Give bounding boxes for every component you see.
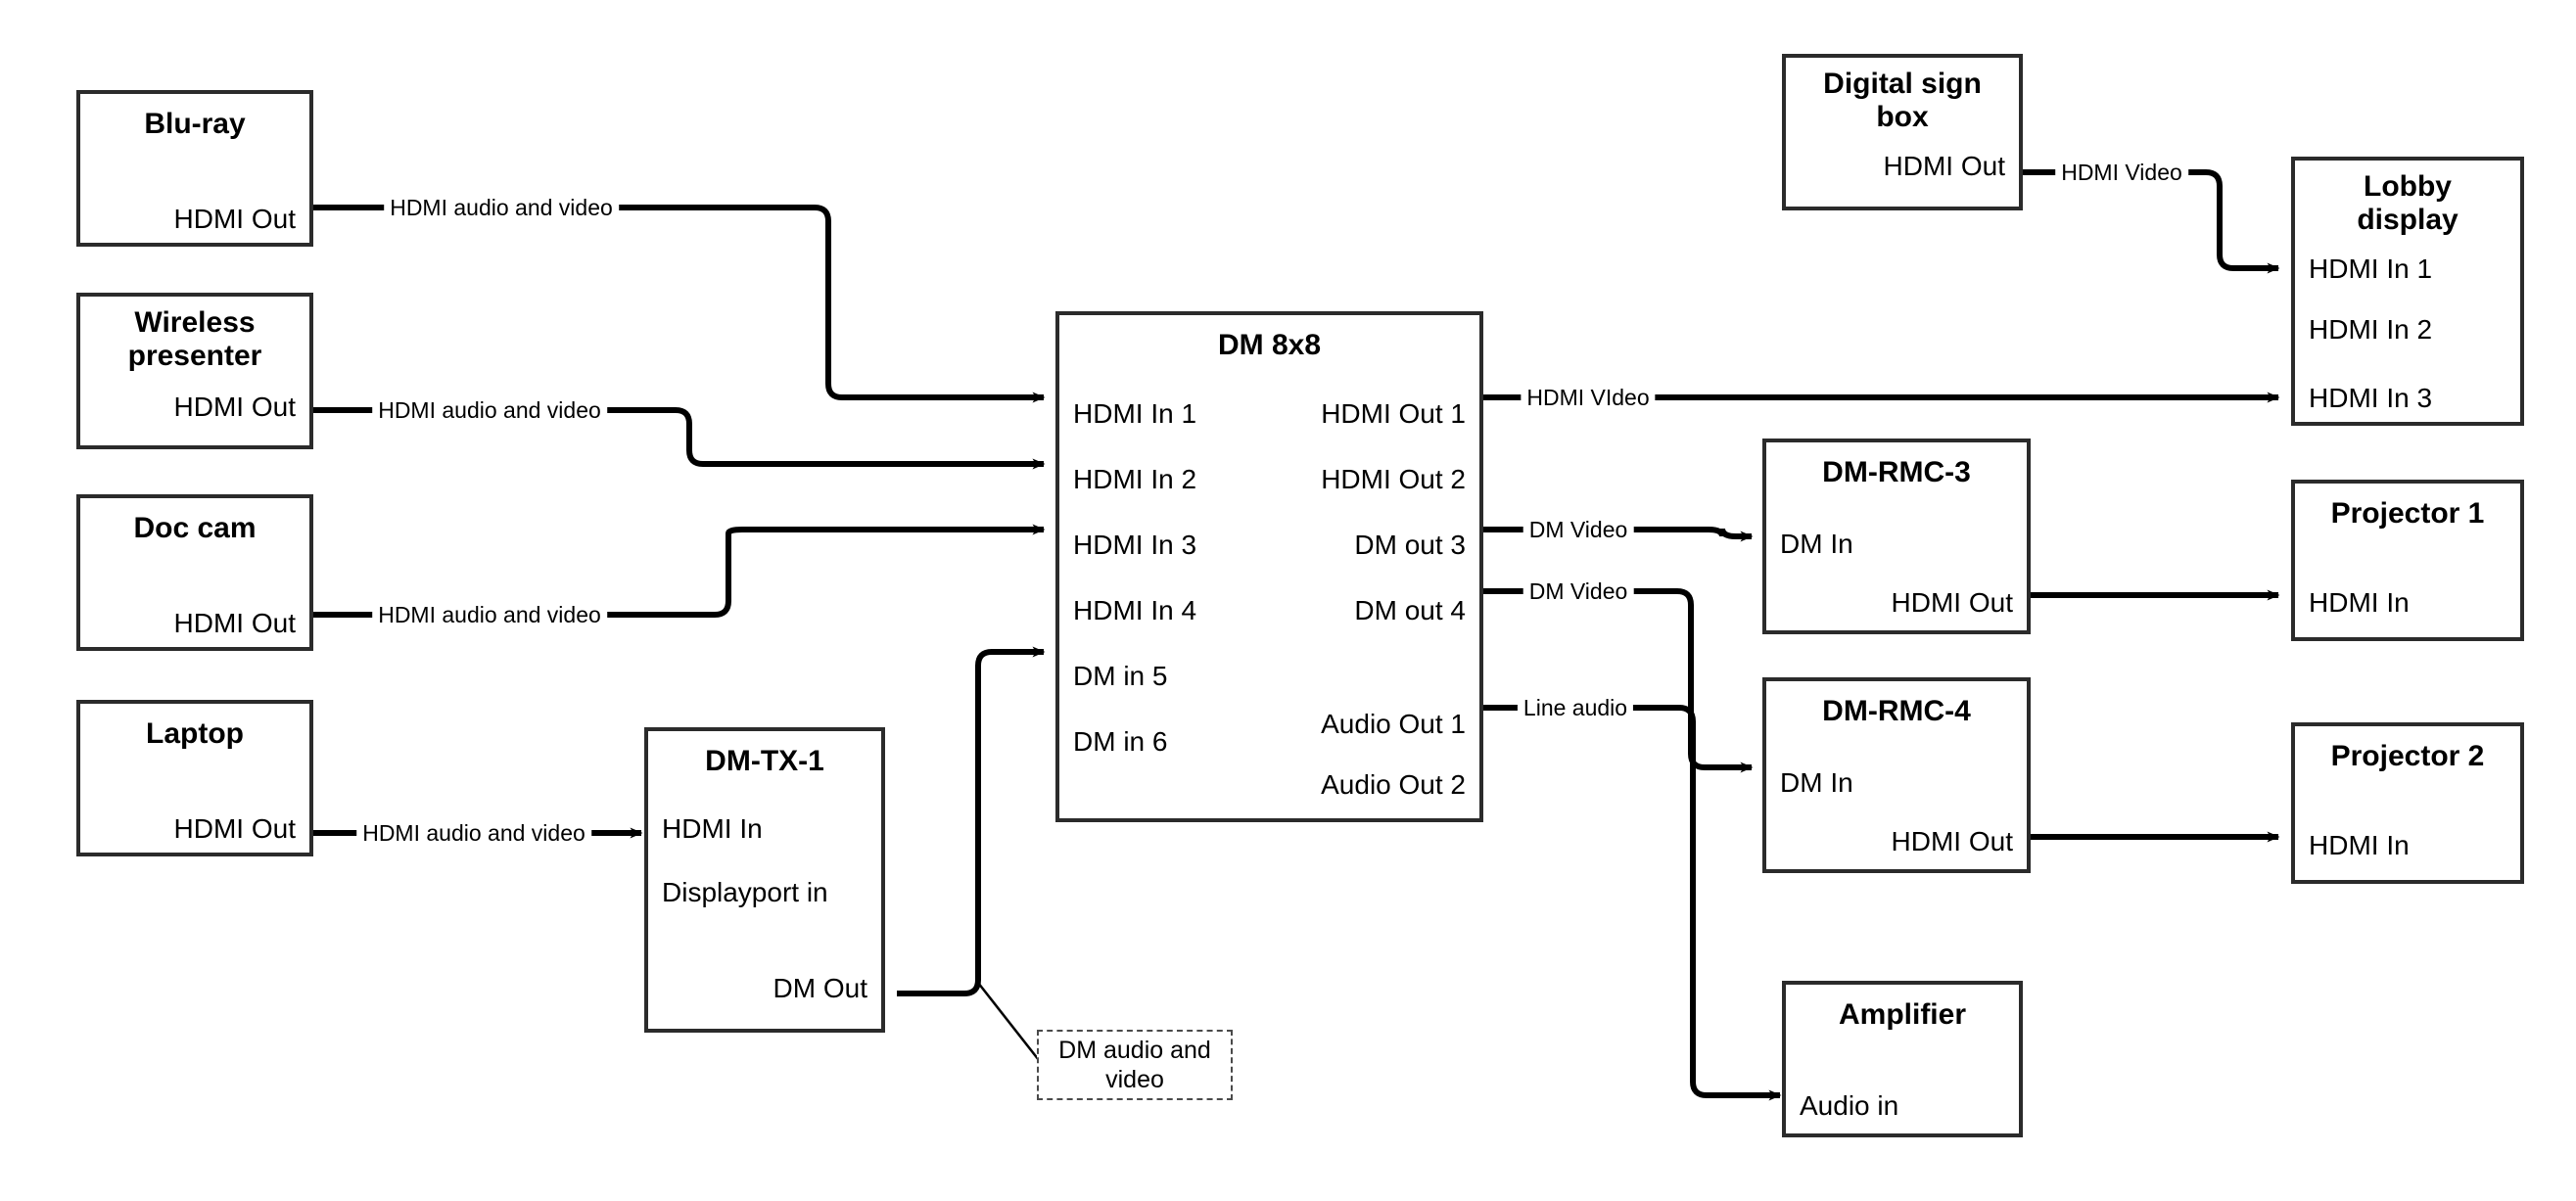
edge-label-dmout4-to-rmc4: DM Video (1522, 577, 1634, 605)
port-lobby-hdmi-in-3[interactable]: HDMI In 3 (2309, 383, 2433, 414)
node-projector-2-ports: HDMI In (2295, 773, 2520, 880)
node-dm-rmc-3-ports: DM In HDMI Out (1766, 489, 2027, 630)
port-dmrmc4-hdmi-out[interactable]: HDMI Out (1891, 825, 2013, 856)
wire-bluray-to-dm8x8-in1 (313, 205, 1046, 403)
node-amplifier-title: Amplifier (1838, 998, 1967, 1031)
edge-label-sign-to-lobby: HDMI Video (2055, 159, 2188, 186)
node-projector-1-ports: HDMI In (2295, 531, 2520, 637)
node-dm-8x8-title: DM 8x8 (1217, 329, 1322, 361)
node-dm-rmc-4[interactable]: DM-RMC-4 DM In HDMI Out (1762, 677, 2031, 873)
wire-digitalsign-to-lobby-in1 (2023, 169, 2280, 274)
edge-label-doccam-to-dm8x8: HDMI audio and video (372, 601, 607, 628)
node-laptop-title: Laptop (146, 717, 244, 750)
node-bluray-title: Blu-ray (144, 108, 246, 140)
port-wireless-hdmi-out[interactable]: HDMI Out (173, 392, 296, 423)
node-wireless-presenter-title: Wireless presenter (127, 306, 262, 372)
port-doccam-hdmi-out[interactable]: HDMI Out (173, 607, 296, 638)
node-projector-2[interactable]: Projector 2 HDMI In (2291, 722, 2524, 884)
node-bluray-ports: HDMI Out (80, 141, 309, 243)
port-dm8x8-hdmi-out-2[interactable]: HDMI Out 2 (1321, 463, 1466, 494)
port-dm8x8-audio-out-1[interactable]: Audio Out 1 (1321, 708, 1466, 739)
node-lobby-display-ports: HDMI In 1 HDMI In 2 HDMI In 3 (2295, 236, 2520, 422)
wire-dm8x8-out4-to-dmrmc4 (1483, 588, 1754, 773)
node-dm-rmc-3[interactable]: DM-RMC-3 DM In HDMI Out (1762, 439, 2031, 634)
edge-label-dmout3-to-rmc3: DM Video (1522, 516, 1634, 543)
port-dm8x8-dm-out-3[interactable]: DM out 3 (1354, 529, 1466, 560)
port-projector1-hdmi-in[interactable]: HDMI In (2309, 586, 2410, 618)
port-dm8x8-hdmi-in-1[interactable]: HDMI In 1 (1073, 397, 1197, 429)
node-dm-tx-1-title: DM-TX-1 (705, 745, 824, 777)
port-dm8x8-audio-out-2[interactable]: Audio Out 2 (1321, 768, 1466, 800)
node-lobby-display-title: Lobby display (2357, 170, 2459, 236)
node-doc-cam-title: Doc cam (133, 512, 257, 544)
edge-label-audioout1-to-amp: Line audio (1517, 694, 1634, 721)
node-dm-tx-1[interactable]: DM-TX-1 HDMI In Displayport in DM Out (644, 727, 885, 1033)
node-projector-1[interactable]: Projector 1 HDMI In (2291, 480, 2524, 641)
edge-label-wireless-to-dm8x8: HDMI audio and video (372, 396, 607, 424)
node-laptop[interactable]: Laptop HDMI Out (76, 700, 313, 856)
node-dm-8x8[interactable]: DM 8x8 HDMI In 1 HDMI In 2 HDMI In 3 HDM… (1055, 311, 1483, 822)
node-digital-sign-box-title: Digital sign box (1823, 68, 1982, 133)
port-dmrmc4-dm-in[interactable]: DM In (1780, 766, 1853, 798)
node-amplifier[interactable]: Amplifier Audio in (1782, 981, 2023, 1137)
node-doc-cam-ports: HDMI Out (80, 545, 309, 647)
node-digital-sign-box[interactable]: Digital sign box HDMI Out (1782, 54, 2023, 210)
port-lobby-hdmi-in-2[interactable]: HDMI In 2 (2309, 314, 2433, 346)
port-projector2-hdmi-in[interactable]: HDMI In (2309, 829, 2410, 860)
wire-dm8x8-audioout1-to-amplifier (1483, 705, 1782, 1101)
port-dm8x8-hdmi-in-3[interactable]: HDMI In 3 (1073, 529, 1197, 560)
port-dm8x8-hdmi-in-4[interactable]: HDMI In 4 (1073, 594, 1197, 625)
port-dmrmc3-dm-in[interactable]: DM In (1780, 528, 1853, 559)
node-projector-2-title: Projector 2 (2330, 740, 2485, 772)
edge-label-hdmiout1-to-lobby: HDMI VIdeo (1521, 384, 1656, 411)
node-doc-cam[interactable]: Doc cam HDMI Out (76, 494, 313, 651)
port-laptop-hdmi-out[interactable]: HDMI Out (173, 812, 296, 844)
leader-line-dm-audio-video (977, 982, 1047, 1070)
port-amplifier-audio-in[interactable]: Audio in (1800, 1089, 1899, 1121)
port-digitalsign-hdmi-out[interactable]: HDMI Out (1883, 151, 2005, 182)
port-dmtx1-displayport-in[interactable]: Displayport in (662, 876, 828, 907)
node-projector-1-title: Projector 1 (2330, 497, 2485, 530)
node-laptop-ports: HDMI Out (80, 751, 309, 853)
port-bluray-hdmi-out[interactable]: HDMI Out (173, 203, 296, 234)
wire-dmtx1-to-dm8x8-in5 (897, 646, 1046, 996)
node-dm-tx-1-ports: HDMI In Displayport in DM Out (648, 778, 881, 1029)
node-digital-sign-box-ports: HDMI Out (1786, 133, 2019, 207)
node-amplifier-ports: Audio in (1786, 1032, 2019, 1133)
port-dm8x8-hdmi-out-1[interactable]: HDMI Out 1 (1321, 397, 1466, 429)
node-dm-rmc-4-title: DM-RMC-4 (1822, 695, 1971, 727)
node-lobby-display[interactable]: Lobby display HDMI In 1 HDMI In 2 HDMI I… (2291, 157, 2524, 426)
edge-label-laptop-to-dmtx1: HDMI audio and video (356, 819, 591, 847)
port-dmtx1-hdmi-in[interactable]: HDMI In (662, 812, 763, 844)
node-dm-8x8-ports: HDMI In 1 HDMI In 2 HDMI In 3 HDMI In 4 … (1059, 362, 1479, 818)
port-dm8x8-hdmi-in-2[interactable]: HDMI In 2 (1073, 463, 1197, 494)
port-lobby-hdmi-in-1[interactable]: HDMI In 1 (2309, 254, 2433, 285)
port-dmrmc3-hdmi-out[interactable]: HDMI Out (1891, 586, 2013, 618)
note-dm-audio-and-video: DM audio and video (1037, 1030, 1233, 1100)
port-dm8x8-dm-in-5[interactable]: DM in 5 (1073, 660, 1168, 691)
node-dm-rmc-3-title: DM-RMC-3 (1822, 456, 1971, 488)
node-bluray[interactable]: Blu-ray HDMI Out (76, 90, 313, 247)
port-dmtx1-dm-out[interactable]: DM Out (773, 972, 867, 1003)
edge-label-bluray-to-dm8x8: HDMI audio and video (384, 194, 619, 221)
port-dm8x8-dm-out-4[interactable]: DM out 4 (1354, 594, 1466, 625)
node-wireless-presenter[interactable]: Wireless presenter HDMI Out (76, 293, 313, 449)
node-wireless-presenter-ports: HDMI Out (80, 372, 309, 445)
node-dm-rmc-4-ports: DM In HDMI Out (1766, 728, 2027, 869)
port-dm8x8-dm-in-6[interactable]: DM in 6 (1073, 725, 1168, 757)
